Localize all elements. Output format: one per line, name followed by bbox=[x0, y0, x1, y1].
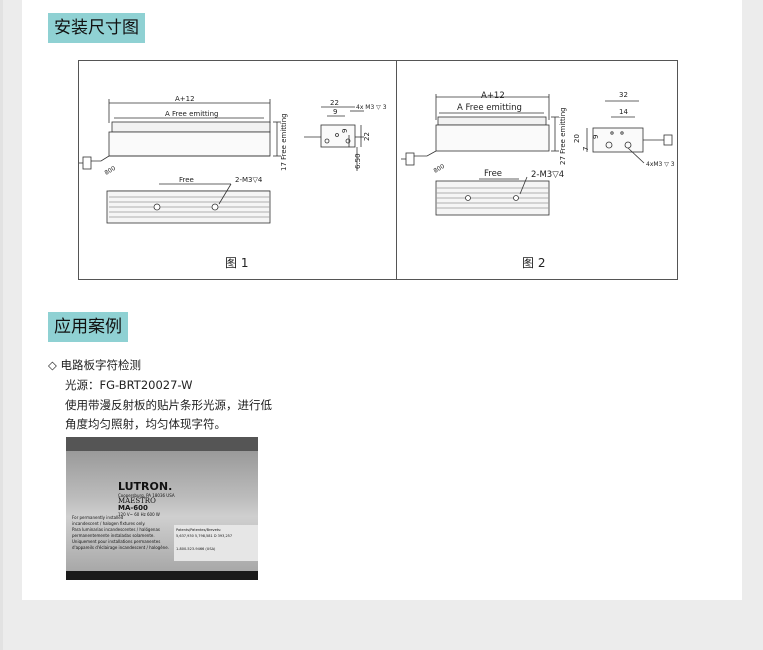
fig1-dim-total: A+12 bbox=[175, 95, 195, 103]
fig2-dim-total: A+12 bbox=[481, 91, 505, 101]
photo-plate-line1: Patents/Patentes/Brevets: bbox=[176, 528, 222, 532]
figure1-caption: 图 1 bbox=[225, 256, 249, 270]
fig2-screw-note: 2-M3▽4 bbox=[531, 170, 564, 180]
fig1-cable-len: 800 bbox=[104, 165, 118, 177]
fig1-dim-h22: 22 bbox=[363, 132, 371, 141]
fig2-dim-emit: A Free emitting bbox=[457, 103, 522, 113]
fig1-dim-emit: A Free emitting bbox=[165, 110, 218, 118]
fig2-dim-v7: 7 bbox=[582, 147, 590, 151]
section-title-install: 安装尺寸图 bbox=[48, 13, 145, 43]
photo-series: MAESTRO bbox=[118, 497, 156, 505]
page-frame bbox=[0, 0, 3, 650]
photo-model: MA-600 bbox=[118, 504, 148, 512]
fig2-dim-14: 14 bbox=[619, 108, 628, 116]
photo-plate-line3: 1-800-523-9466 (USA) bbox=[176, 547, 216, 551]
fig2-dim-height: 27 Free emitting bbox=[559, 107, 567, 165]
fig2-dim-v20: 20 bbox=[573, 134, 581, 143]
fig2-free-label: Free bbox=[484, 169, 502, 179]
photo-text3: Para luminarias incandescentes / halógen… bbox=[72, 527, 160, 532]
photo-text4: permanentemente instaladas solamente. bbox=[72, 533, 155, 538]
fig1-dim-h9: 9 bbox=[341, 129, 349, 133]
fig2-dim-32: 32 bbox=[619, 91, 628, 99]
example-title: ◇ 电路板字符检测 bbox=[48, 358, 141, 372]
example-desc-line2: 角度均匀照射，均匀体现字符。 bbox=[65, 417, 226, 431]
photo-text2: incandescent / halogen fixtures only. bbox=[72, 521, 146, 526]
figure2-caption: 图 2 bbox=[522, 256, 546, 270]
photo-subline: Coopersburg, PA 18036 USA bbox=[118, 493, 175, 498]
example-photo: LUTRON. Coopersburg, PA 18036 USA MAESTR… bbox=[66, 437, 258, 580]
figure-divider bbox=[396, 61, 397, 279]
example-desc-line1: 使用带漫反射板的贴片条形光源，进行低 bbox=[65, 398, 272, 412]
photo-text1: For permanently installed bbox=[72, 515, 124, 520]
fig1-dim-22: 22 bbox=[330, 99, 339, 107]
fig1-dim-9: 9 bbox=[333, 108, 337, 116]
fig1-screw-note: 2-M3▽4 bbox=[235, 176, 263, 184]
dimension-drawings: A+12 A Free emitting 22 9 4x M3 ▽ 3 17 F… bbox=[79, 91, 675, 224]
fig2-hole-note: 4xM3 ▽ 3 bbox=[646, 161, 675, 168]
photo-rating: 120 V~ 60 Hz 600 W bbox=[118, 512, 160, 517]
fig1-free-label: Free bbox=[179, 176, 194, 184]
fig1-dim-height: 17 Free emitting bbox=[280, 113, 288, 171]
figure-panel: A+12 A Free emitting 22 9 4x M3 ▽ 3 17 F… bbox=[78, 60, 678, 280]
fig2-dim-v9: 9 bbox=[592, 135, 600, 139]
photo-text6: d'appareils d'éclairage incandescent / h… bbox=[72, 545, 169, 550]
fig1-dim-650: 6.50 bbox=[354, 153, 362, 169]
photo-text5: Uniquement pour installations permanente… bbox=[72, 539, 161, 544]
fig2-cable-len: 800 bbox=[433, 163, 447, 175]
section-title-application: 应用案例 bbox=[48, 312, 128, 342]
photo-brand: LUTRON. bbox=[118, 480, 173, 493]
photo-patent-plate bbox=[174, 525, 258, 561]
example-source: 光源：FG-BRT20027-W bbox=[65, 378, 193, 392]
photo-top-bar bbox=[66, 437, 258, 451]
fig1-hole-note: 4x M3 ▽ 3 bbox=[356, 104, 387, 111]
photo-plate-line2: 5,637,930 5,798,581 D 393,257 bbox=[176, 534, 233, 538]
